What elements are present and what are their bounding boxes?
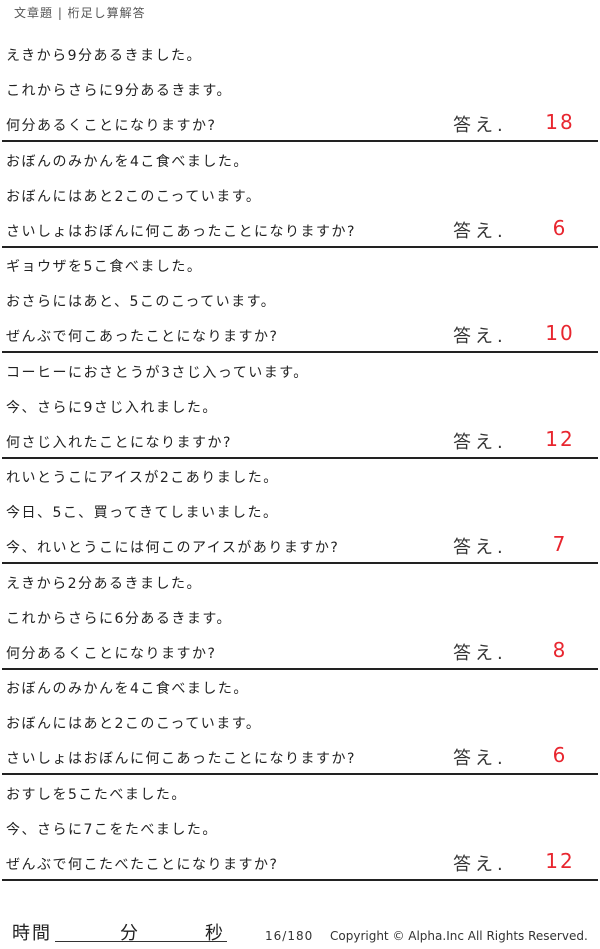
time-entry-field[interactable] xyxy=(55,921,227,942)
footer: 時間 分 秒 16/180 Copyright © Alpha.Inc All … xyxy=(0,915,600,949)
problem-3: ギョウザを5こ食べました。 おさらにはあと、5このこっています。 ぜんぶで何こあ… xyxy=(0,247,600,353)
problem-line: おぼんのみかんを4こ食べました。 xyxy=(6,153,249,170)
problem-question: さいしょはおぼんに何こあったことになりますか? xyxy=(6,223,356,240)
divider xyxy=(2,140,598,142)
answer-value: 12 xyxy=(545,848,575,873)
answer-label: 答え. xyxy=(453,431,507,453)
problem-line: 今日、5こ、買ってきてしまいました。 xyxy=(6,505,279,521)
answer-value: 8 xyxy=(552,637,568,662)
seconds-label: 秒 xyxy=(205,923,223,944)
problem-line: おすしを5こたべました。 xyxy=(6,786,187,803)
problem-question: 何分あるくことになりますか? xyxy=(6,118,217,134)
answer-value: 7 xyxy=(552,532,568,556)
answer-value: 6 xyxy=(552,743,568,767)
problem-5: れいとうこにアイスが2こありました。 今日、5こ、買ってきてしまいました。 今、… xyxy=(0,458,600,564)
problem-line: これからさらに6分あるきます。 xyxy=(6,610,233,627)
answer-value: 6 xyxy=(552,215,568,240)
problem-8: おすしを5こたべました。 今、さらに7こをたべました。 ぜんぶで何こたべたことに… xyxy=(0,775,600,881)
divider xyxy=(2,351,598,353)
problem-question: ぜんぶで何こたべたことになりますか? xyxy=(6,856,279,873)
answer-label: 答え. xyxy=(453,115,507,136)
answer-label: 答え. xyxy=(453,537,507,558)
problem-line: これからさらに9分あるきます。 xyxy=(6,83,233,99)
problem-7: おぼんのみかんを4こ食べました。 おぼんにはあと2このこっています。 さいしょは… xyxy=(0,669,600,775)
time-label: 時間 xyxy=(12,923,52,944)
problem-line: おぼんのみかんを4こ食べました。 xyxy=(6,681,249,697)
problem-question: 今、れいとうこには何このアイスがありますか? xyxy=(6,540,340,556)
divider xyxy=(2,667,598,670)
problem-2: おぼんのみかんを4こ食べました。 おぼんにはあと2このこっています。 さいしょは… xyxy=(0,142,600,248)
problem-line: れいとうこにアイスが2こありました。 xyxy=(6,470,279,486)
answer-label: 答え. xyxy=(453,642,507,664)
problem-1: えきから9分あるきました。 これからさらに9分あるきます。 何分あるくことになり… xyxy=(0,36,600,142)
divider xyxy=(2,878,598,881)
answer-label: 答え. xyxy=(453,326,507,347)
divider xyxy=(2,456,598,459)
problem-question: さいしょはおぼんに何こあったことになりますか? xyxy=(6,751,356,767)
problem-6: えきから2分あるきました。 これからさらに6分あるきます。 何分あるくことになり… xyxy=(0,564,600,670)
answer-label: 答え. xyxy=(453,748,507,769)
problem-line: コーヒーにおさとうが3さじ入っています。 xyxy=(6,364,309,381)
answer-value: 18 xyxy=(545,110,575,134)
divider xyxy=(2,245,598,248)
problem-line: 今、さらに9さじ入れました。 xyxy=(6,399,218,416)
copyright-notice: Copyright © Alpha.Inc All Rights Reserve… xyxy=(330,929,588,943)
answer-value: 12 xyxy=(545,426,575,451)
problem-question: ぜんぶで何こあったことになりますか? xyxy=(6,329,279,345)
page-number: 16/180 xyxy=(265,929,314,943)
worksheet-title: 文章題 | 桁足し算解答 xyxy=(14,6,146,20)
problem-line: えきから9分あるきました。 xyxy=(6,48,202,64)
problem-line: おさらにはあと、5このこっています。 xyxy=(6,294,277,310)
divider xyxy=(2,773,598,775)
problem-line: おぼんにはあと2このこっています。 xyxy=(6,188,262,205)
answer-label: 答え. xyxy=(453,853,507,875)
problem-list: えきから9分あるきました。 これからさらに9分あるきます。 何分あるくことになり… xyxy=(0,36,600,881)
minutes-label: 分 xyxy=(120,923,138,944)
problem-question: 何分あるくことになりますか? xyxy=(6,645,217,662)
problem-4: コーヒーにおさとうが3さじ入っています。 今、さらに9さじ入れました。 何さじ入… xyxy=(0,353,600,459)
problem-line: おぼんにはあと2このこっています。 xyxy=(6,716,262,732)
answer-label: 答え. xyxy=(453,220,507,242)
problem-line: ギョウザを5こ食べました。 xyxy=(6,259,203,275)
problem-question: 何さじ入れたことになりますか? xyxy=(6,434,232,451)
problem-line: えきから2分あるきました。 xyxy=(6,575,202,592)
divider xyxy=(2,562,598,564)
answer-value: 10 xyxy=(545,321,575,345)
problem-line: 今、さらに7こをたべました。 xyxy=(6,821,218,838)
